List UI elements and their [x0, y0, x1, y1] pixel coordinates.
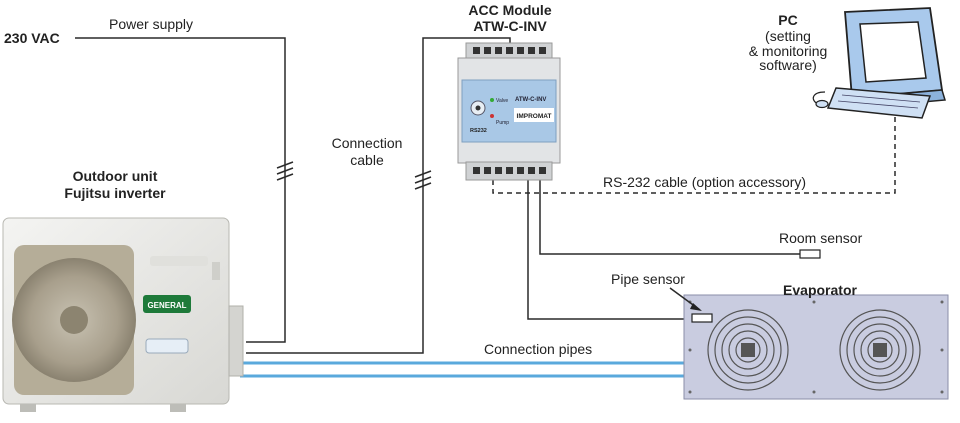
outdoor-unit-image: GENERAL	[2, 217, 244, 412]
general-logo: GENERAL	[147, 301, 186, 310]
connection-pipes	[240, 361, 684, 378]
module-face-model: ATW-C-INV	[515, 97, 546, 103]
pc-title: PC	[778, 12, 797, 28]
evaporator-label: Evaporator	[783, 282, 857, 298]
voltage-label: 230 VAC	[4, 30, 60, 46]
power-supply-label: Power supply	[109, 16, 193, 32]
pc-image	[812, 7, 946, 119]
rs232-label: RS-232 cable (option accessory)	[603, 174, 806, 190]
pipe-sensor-device	[691, 313, 713, 323]
pipe-sensor-label: Pipe sensor	[611, 271, 685, 287]
acc-module-title-line2: ATW-C-INV	[473, 18, 547, 34]
room-sensor-label: Room sensor	[779, 230, 863, 246]
connection-cable-wire	[246, 37, 511, 354]
outdoor-unit-title-line1: Outdoor unit	[73, 168, 158, 184]
module-face-port: RS232	[470, 128, 487, 134]
outdoor-unit-title-line2: Fujitsu inverter	[64, 185, 166, 201]
module-face-valve: Valve	[496, 98, 508, 104]
pc-desc-line1: (setting	[765, 28, 811, 44]
module-face-pump: Pump	[496, 120, 509, 126]
rs232-cable	[492, 116, 896, 194]
pipe-sensor-wire	[527, 180, 692, 320]
connection-cable-label-line1: Connection	[332, 135, 403, 151]
room-sensor-wire	[539, 180, 800, 255]
evaporator-image	[683, 294, 949, 400]
module-face-brand: IMPROMAT	[517, 113, 552, 120]
pc-desc-line3: software)	[759, 57, 817, 73]
connection-pipes-label: Connection pipes	[484, 341, 592, 357]
connection-cable-label-line2: cable	[350, 152, 384, 168]
acc-module-title-line1: ACC Module	[468, 2, 551, 18]
pc-desc-line2: & monitoring	[749, 43, 828, 59]
room-sensor-device	[799, 249, 821, 259]
acc-module-image: Valve Pump ATW-C-INV IMPROMAT RS232	[457, 42, 561, 181]
power-supply-wire	[75, 37, 294, 343]
